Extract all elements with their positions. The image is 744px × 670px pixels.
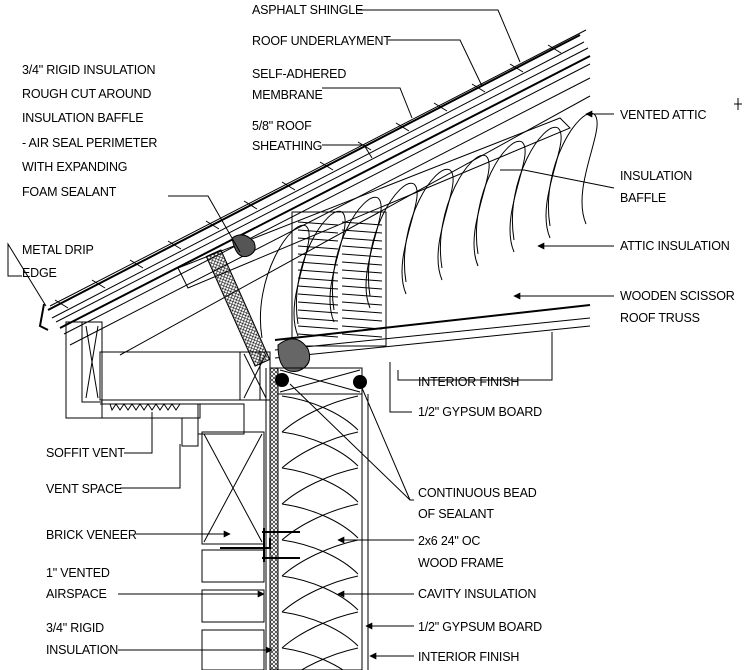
grille-slat: [297, 293, 383, 298]
grille-slat: [297, 229, 383, 234]
brick-tie: [220, 528, 300, 562]
cavity-insulation-batts: [281, 395, 359, 670]
label-rigid-baffle-2: ROUGH CUT AROUND: [22, 87, 151, 101]
label-wood-frame-1: 2x6 24" OC: [418, 534, 480, 548]
label-vented-airspace-1: 1" VENTED: [46, 566, 110, 580]
scissor-truss-bottom-chord: [274, 304, 591, 359]
insulation-baffle-plate: [177, 117, 571, 289]
label-metal-drip-edge-2: EDGE: [22, 266, 57, 280]
label-metal-drip-edge-1: METAL DRIP: [22, 243, 94, 257]
grille-slat: [297, 253, 383, 258]
asphalt-shingles: [47, 29, 587, 319]
cavity-insulation-loop: [281, 611, 359, 649]
label-rigid-wall-1: 3/4" RIGID: [46, 621, 104, 635]
label-insulation-baffle-1: INSULATION: [620, 169, 692, 183]
label-asphalt-shingle: ASPHALT SHINGLE: [252, 3, 363, 17]
attic-insulation-loop: [332, 196, 382, 311]
grille-slat: [297, 269, 383, 274]
attic-insulation-loop: [512, 126, 562, 241]
label-interior-finish-bottom: INTERIOR FINISH: [418, 650, 519, 664]
grille-slat: [297, 277, 383, 282]
attic-insulation-loop: [440, 154, 490, 269]
attic-insulation-loop: [368, 182, 418, 297]
label-soffit-vent: SOFFIT VENT: [46, 446, 125, 460]
annotations: ASPHALT SHINGLE ROOF UNDERLAYMENT SELF-A…: [7, 3, 742, 664]
label-scissor-truss-2: ROOF TRUSS: [620, 311, 700, 325]
label-rigid-baffle-1: 3/4" RIGID INSULATION: [22, 63, 156, 77]
label-gypsum-bottom: 1/2" GYPSUM BOARD: [418, 620, 542, 634]
label-rigid-wall-2: INSULATION: [46, 643, 118, 657]
grille-slat: [297, 285, 383, 290]
label-attic-insulation: ATTIC INSULATION: [620, 239, 730, 253]
attic-insulation-loop: [260, 224, 310, 339]
label-brick-veneer: BRICK VENEER: [46, 528, 137, 542]
attic-insulation-batts: [260, 112, 598, 339]
roof-sheathing: [59, 55, 591, 329]
label-roof-sheathing-line2: SHEATHING: [252, 139, 322, 153]
foam-sealant-top: [231, 234, 256, 258]
cavity-insulation-loop: [281, 575, 359, 613]
north-arrow-mark: [734, 98, 742, 110]
attic-insulation-loop: [548, 112, 598, 227]
grille-slat: [297, 245, 383, 250]
label-rigid-baffle-4: - AIR SEAL PERIMETER: [22, 136, 157, 150]
grille-slat: [297, 261, 383, 266]
sealant-bead-right: [353, 375, 367, 389]
sealant-bead-left: [275, 373, 289, 387]
attic-insulation-loop: [404, 168, 454, 283]
grille-slat: [297, 221, 383, 226]
attic-insulation-loop: [296, 210, 346, 325]
cavity-insulation-loop: [281, 467, 359, 505]
label-roof-underlayment: ROOF UNDERLAYMENT: [252, 34, 391, 48]
soffit-vent-screen: [109, 403, 181, 412]
label-interior-finish-top: INTERIOR FINISH: [418, 375, 519, 389]
attic-insulation-loop: [476, 140, 526, 255]
label-vent-space: VENT SPACE: [46, 482, 122, 496]
grille-slat: [297, 309, 383, 314]
rigid-insulation-strip: [205, 249, 271, 367]
label-insulation-baffle-2: BAFFLE: [620, 191, 666, 205]
cavity-insulation-loop: [281, 431, 359, 469]
cavity-insulation-loop: [281, 539, 359, 577]
wall-rigid-insulation: [269, 367, 279, 670]
fascia-soffit: [65, 321, 271, 447]
foam-sealant-bottom: [277, 338, 311, 372]
label-continuous-bead-2: OF SEALANT: [418, 507, 494, 521]
label-scissor-truss-1: WOODEN SCISSOR: [620, 289, 735, 303]
cavity-insulation-loop: [281, 503, 359, 541]
label-vented-airspace-2: AIRSPACE: [46, 587, 107, 601]
cavity-insulation-loop: [281, 395, 359, 433]
metal-drip-edge: [38, 303, 49, 331]
label-rigid-baffle-6: FOAM SEALANT: [22, 185, 117, 199]
label-continuous-bead-1: CONTINUOUS BEAD: [418, 486, 537, 500]
grille-slat: [297, 237, 383, 242]
roof-underlayment: [55, 47, 589, 323]
label-self-adhered-line2: MEMBRANE: [252, 88, 323, 102]
label-self-adhered-line1: SELF-ADHERED: [252, 67, 346, 81]
grille-slat: [297, 317, 383, 322]
label-gypsum-top: 1/2" GYPSUM BOARD: [418, 405, 542, 419]
attic-vent-grille: [291, 211, 387, 347]
label-rigid-baffle-5: WITH EXPANDING: [22, 160, 127, 174]
label-cavity-insulation: CAVITY INSULATION: [418, 587, 536, 601]
label-vented-attic: VENTED ATTIC: [620, 108, 706, 122]
label-roof-sheathing-line1: 5/8" ROOF: [252, 119, 312, 133]
brick-veneer: [197, 403, 265, 670]
roof-assembly: [38, 29, 591, 356]
wall-assembly: [197, 367, 369, 670]
label-rigid-baffle-3: INSULATION BAFFLE: [22, 111, 143, 125]
grille-slat: [297, 301, 383, 306]
cavity-insulation-loop: [281, 647, 359, 670]
label-wood-frame-2: WOOD FRAME: [418, 556, 504, 570]
